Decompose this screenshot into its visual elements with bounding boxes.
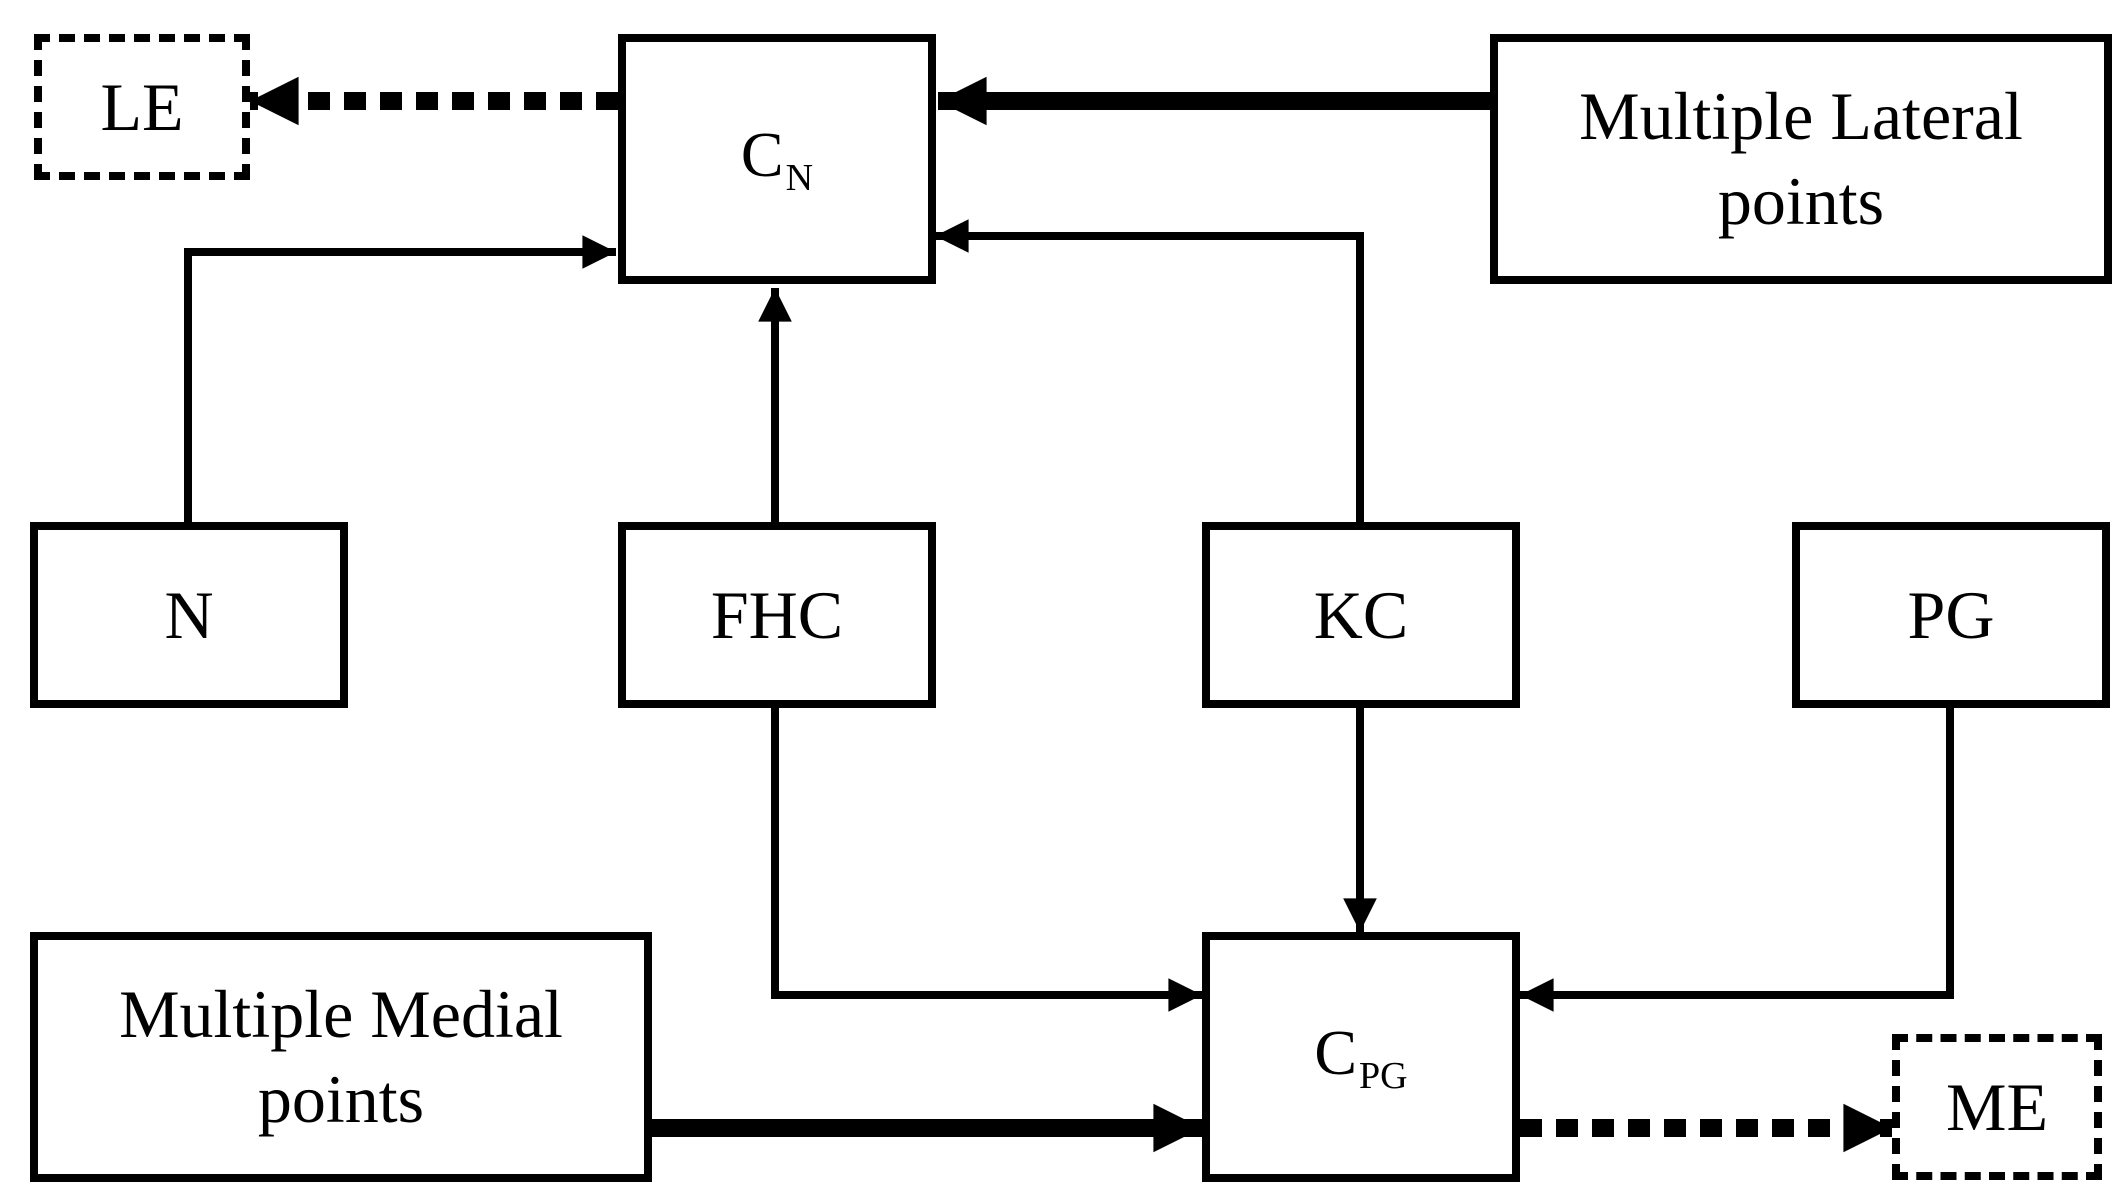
node-multiple-medial-points-label: Multiple Medial points	[119, 976, 563, 1137]
node-multiple-lateral-points: Multiple Lateral points	[1490, 34, 2112, 284]
node-cn-main: C	[740, 119, 784, 191]
edge-pg-to-cpg	[1520, 706, 1954, 1012]
node-kc-label: KC	[1313, 576, 1409, 653]
node-cpg: CPG	[1202, 932, 1520, 1182]
node-fhc: FHC	[618, 522, 936, 708]
node-le-label: LE	[100, 68, 184, 145]
node-cn-label: CN	[741, 115, 813, 203]
node-n-label: N	[164, 576, 214, 653]
node-n: N	[30, 522, 348, 708]
node-me: ME	[1892, 1034, 2102, 1180]
node-me-label: ME	[1946, 1068, 2048, 1145]
edge-n-to-cn	[184, 235, 616, 524]
node-multiple-lateral-points-label: Multiple Lateral points	[1579, 78, 2023, 239]
node-cpg-label: CPG	[1314, 1013, 1407, 1101]
edge-kc-to-cn	[935, 219, 1364, 522]
node-le: LE	[34, 34, 250, 180]
node-fhc-label: FHC	[710, 576, 844, 653]
node-multiple-medial-points: Multiple Medial points	[30, 932, 652, 1182]
node-cn: CN	[618, 34, 936, 284]
node-kc: KC	[1202, 522, 1520, 708]
node-cpg-subscript: PG	[1359, 1055, 1408, 1098]
node-cn-subscript: N	[785, 157, 814, 200]
node-pg: PG	[1792, 522, 2110, 708]
node-pg-label: PG	[1907, 576, 1995, 653]
node-cpg-main: C	[1314, 1017, 1358, 1089]
edge-fhc-to-cpg	[771, 706, 1202, 1012]
